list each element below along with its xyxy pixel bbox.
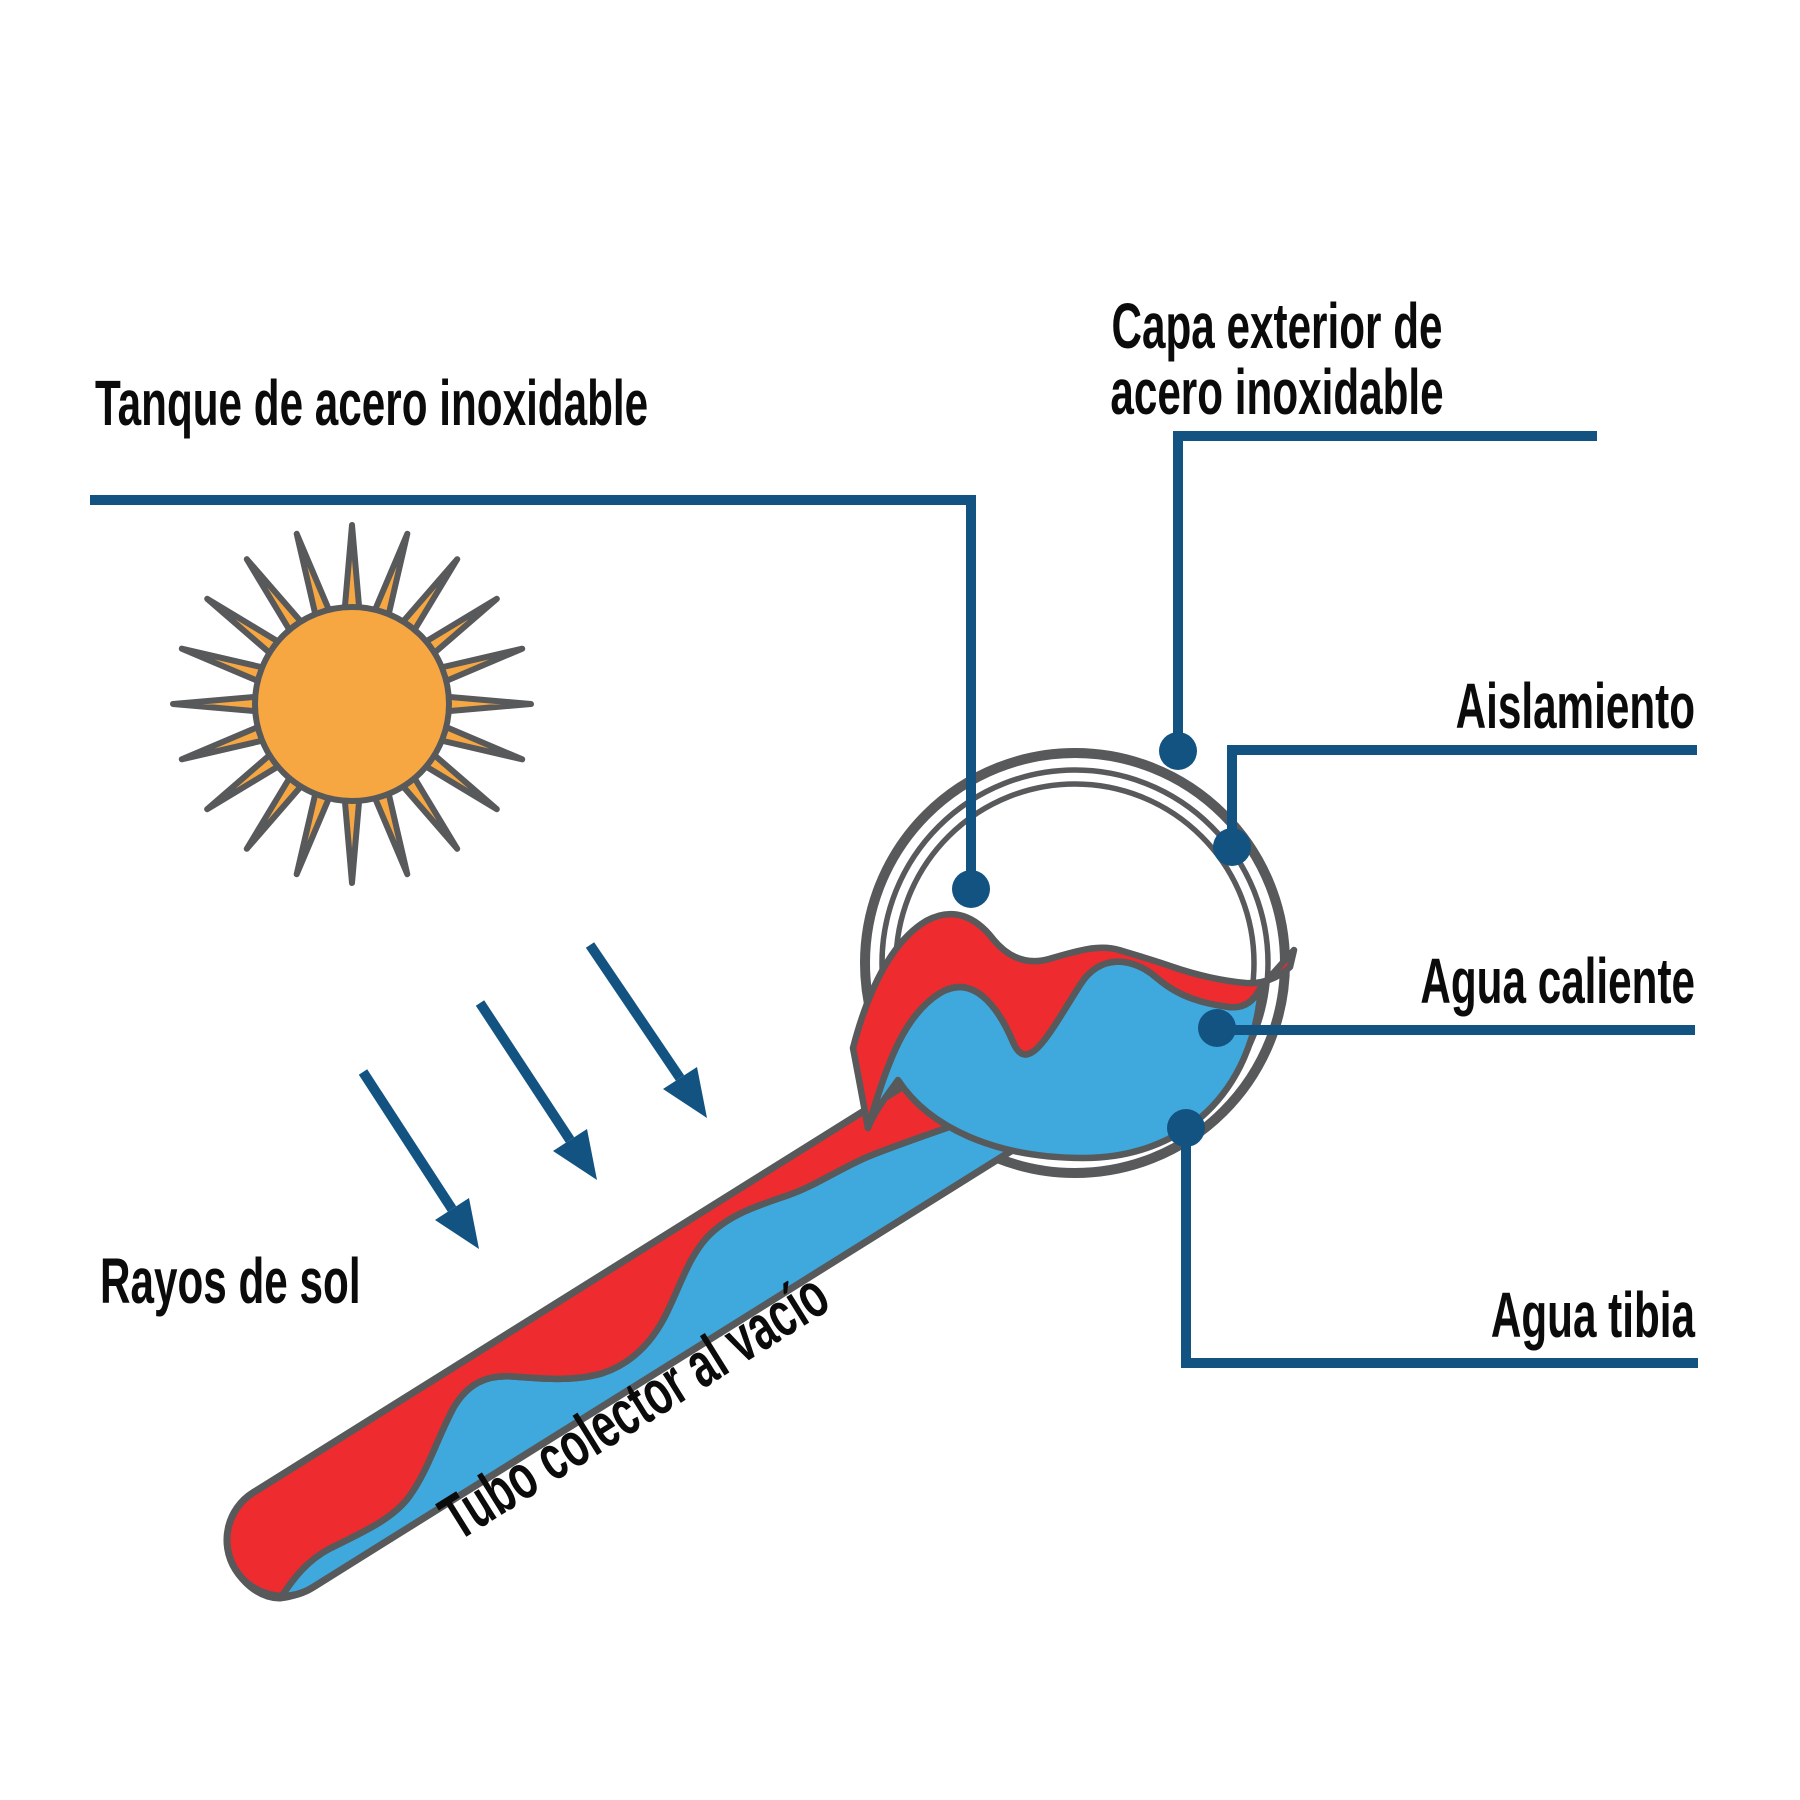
leader-aislamiento	[1227, 745, 1697, 847]
sun-ray-arrow-icon	[475, 1000, 575, 1143]
sun-icon	[170, 522, 534, 886]
sun-rays-arrows	[358, 942, 707, 1249]
tube-red-liquid	[223, 1044, 1007, 1602]
vacuum-collector-tube	[223, 1043, 1029, 1602]
sun-body	[252, 604, 452, 804]
sun-ray-arrow-icon	[358, 1069, 457, 1212]
leader-dot	[1213, 828, 1251, 866]
leader-dot	[952, 870, 990, 908]
sun-ray-arrow-head	[435, 1198, 479, 1249]
leader-dot	[1159, 732, 1197, 770]
sun-ray-arrow-head	[553, 1129, 597, 1180]
tank-hot-water	[849, 910, 1298, 1132]
label-capa-exterior-line2: acero inoxidable	[1110, 357, 1443, 428]
tank-water-pool	[849, 910, 1298, 1162]
label-agua-caliente: Agua caliente	[1420, 946, 1695, 1017]
leader-agua-tibia	[1181, 1128, 1698, 1368]
label-aislamiento: Aislamiento	[1456, 671, 1695, 742]
leader-dot	[1167, 1109, 1205, 1147]
leader-tanque	[90, 495, 976, 889]
sun-spikes	[170, 522, 534, 886]
label-capa-exterior-line1: Capa exterior de	[1112, 291, 1443, 362]
tube-outline	[223, 1043, 1029, 1600]
label-agua-tibia: Agua tibia	[1491, 1280, 1696, 1351]
sun-ray-arrow-icon	[585, 942, 685, 1081]
label-rayos-de-sol: Rayos de sol	[100, 1246, 361, 1317]
leader-dot	[1198, 1009, 1236, 1047]
callout-leaders	[90, 431, 1698, 1368]
sun-ray-arrow-head	[663, 1067, 707, 1118]
leader-capa-exterior	[1173, 431, 1597, 751]
label-tanque: Tanque de acero inoxidable	[95, 368, 648, 439]
